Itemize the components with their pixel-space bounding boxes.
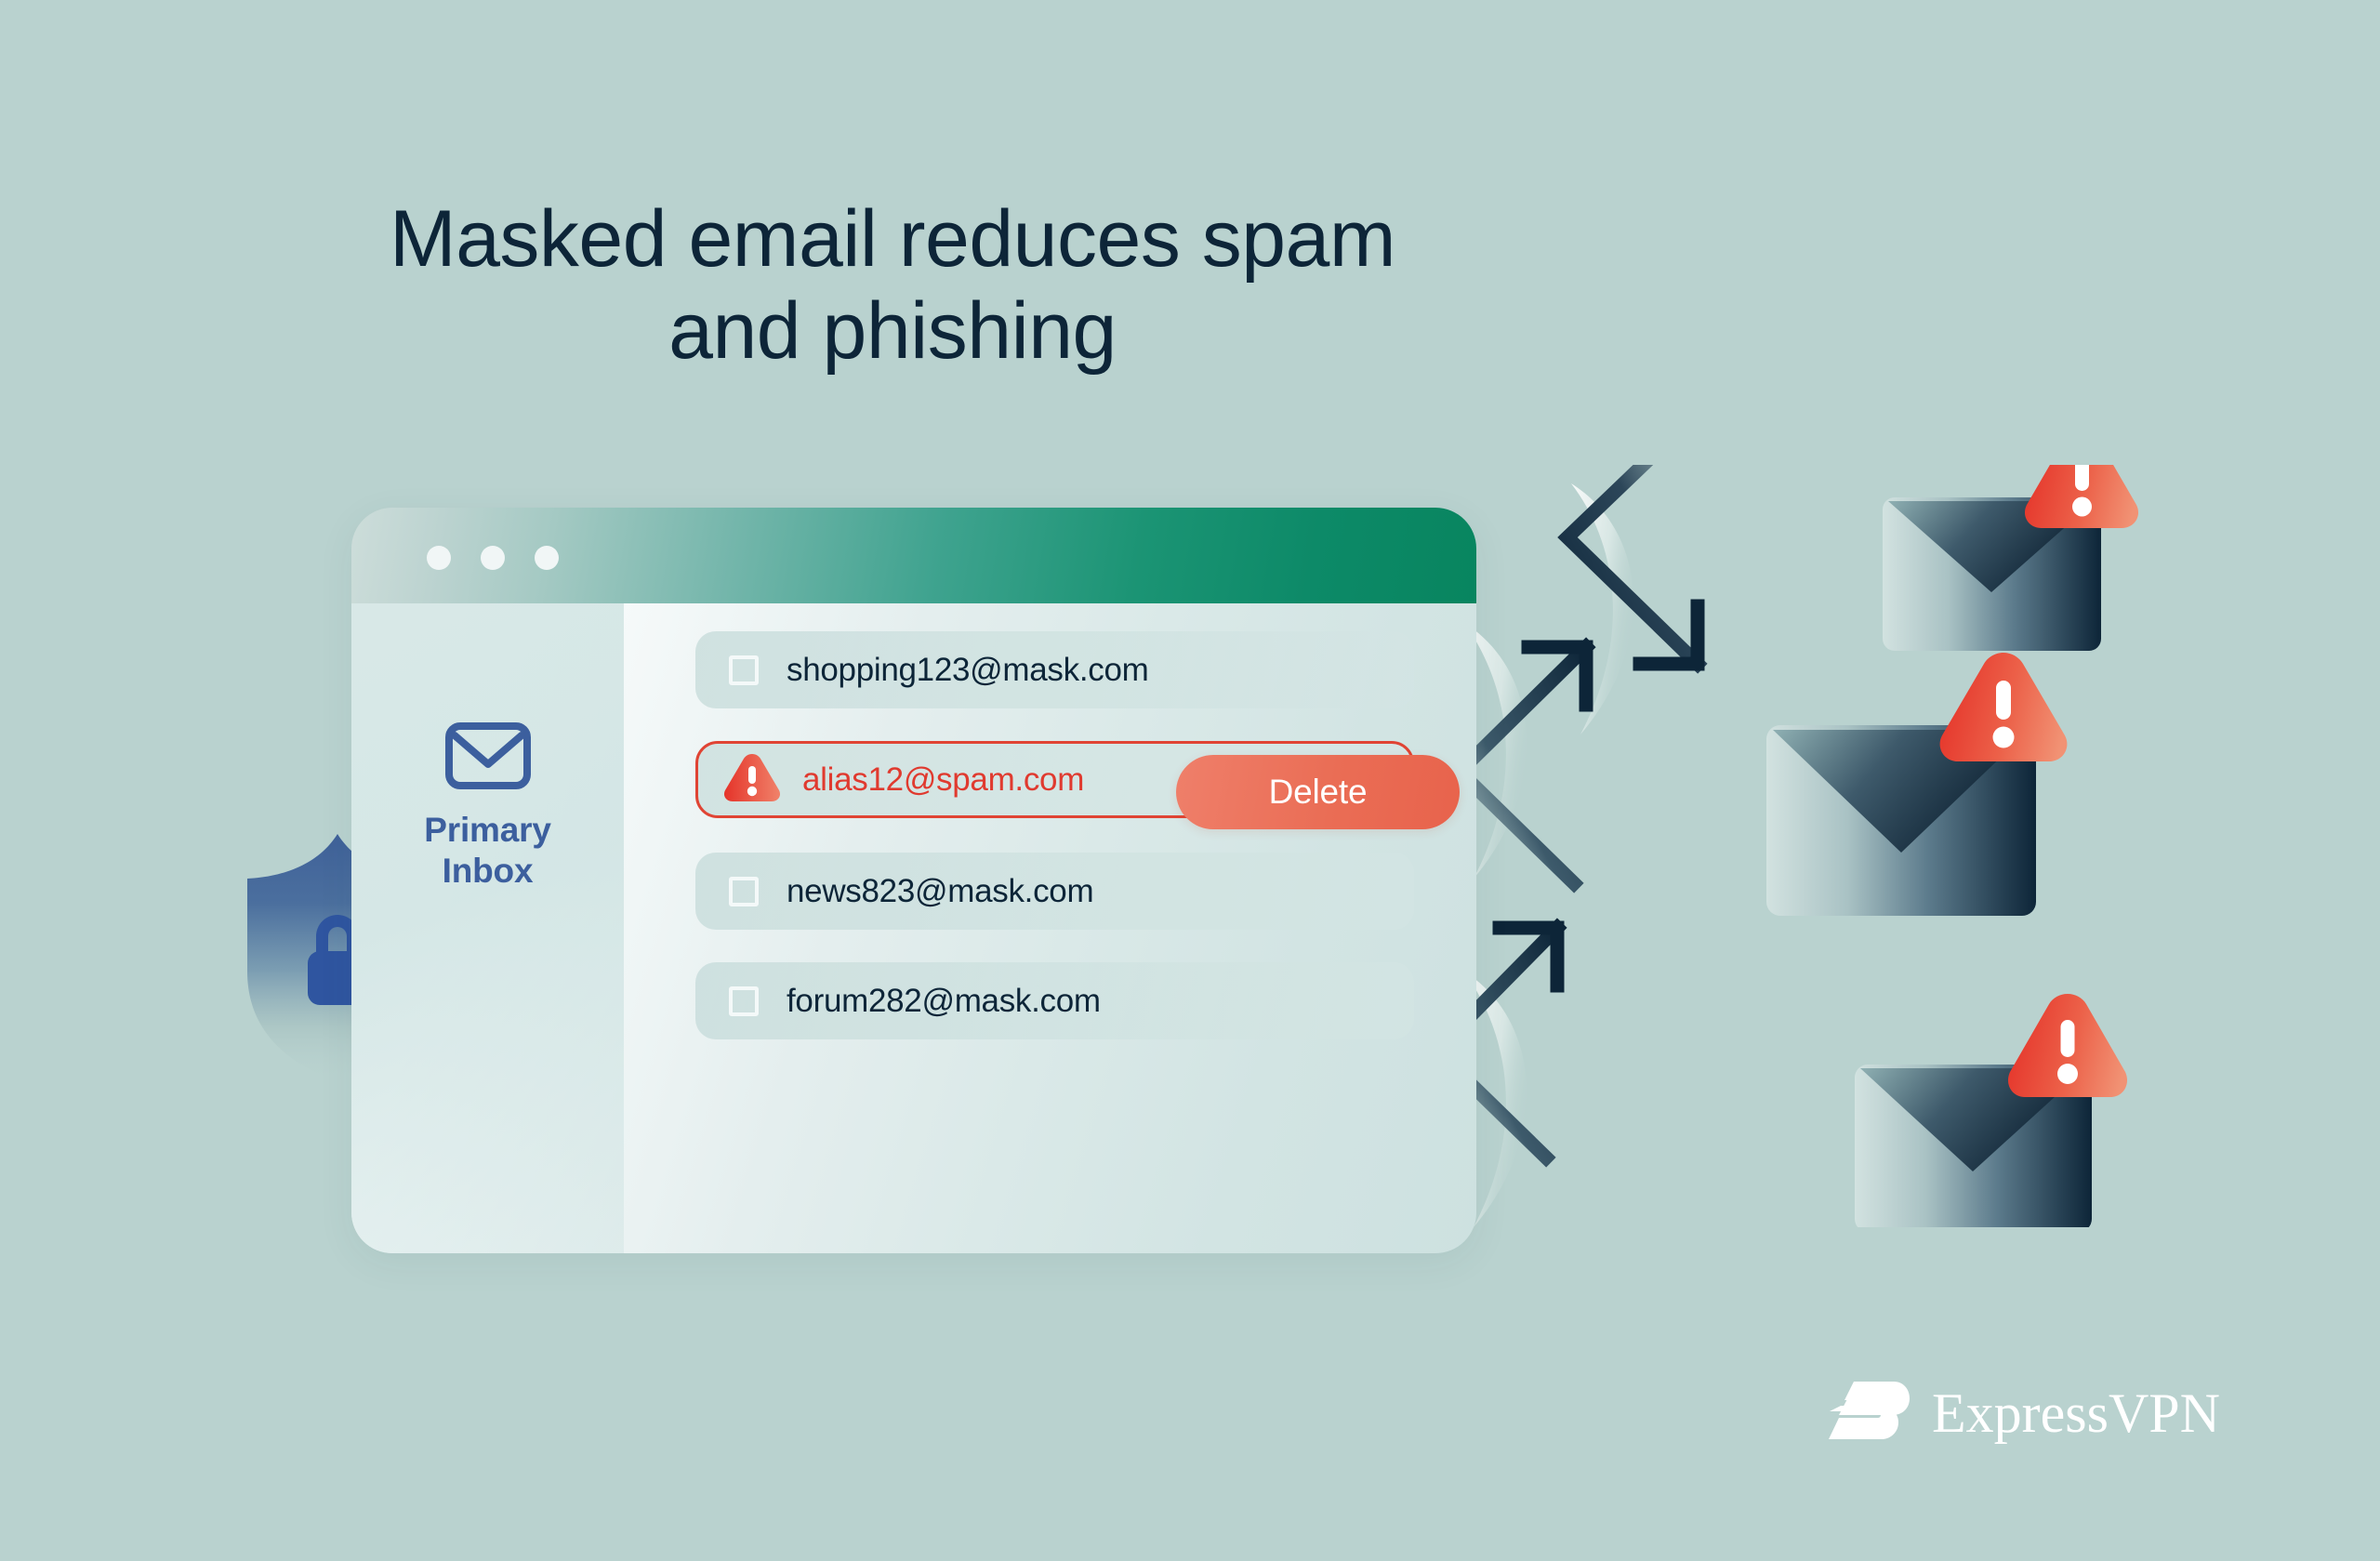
sidebar-item-label: Primary Inbox	[424, 811, 551, 891]
arrow-bend-top	[1557, 399, 1712, 674]
table-row[interactable]: news823@mask.com	[695, 853, 1414, 930]
table-row[interactable]: forum282@mask.com	[695, 962, 1414, 1039]
arrowhead-middle	[1521, 640, 1593, 712]
checkbox-unchecked[interactable]	[729, 655, 759, 685]
spam-envelope-3	[1855, 994, 2128, 1232]
table-row[interactable]: shopping123@mask.com	[695, 631, 1414, 708]
arrowhead-bottom	[1492, 920, 1565, 993]
window-dot-1[interactable]	[427, 546, 451, 570]
checkbox-unchecked[interactable]	[729, 876, 759, 906]
expressvpn-logo-mark	[1829, 1382, 1910, 1439]
window-dot-2[interactable]	[481, 546, 505, 570]
arrow-bend-middle	[1449, 637, 1596, 893]
email-address: news823@mask.com	[787, 872, 1094, 909]
spam-routing-diagram	[1426, 399, 2268, 1232]
arrowhead-top	[1633, 599, 1705, 671]
spam-envelope-1	[1883, 430, 2139, 651]
envelope-icon	[444, 722, 531, 789]
warning-triangle-icon	[722, 751, 782, 808]
delete-button[interactable]: Delete	[1176, 755, 1460, 829]
email-client-window: Primary Inbox shopping123@mask.com	[351, 508, 1476, 1253]
spam-envelope-2	[1766, 653, 2068, 916]
expressvpn-logo-text: ExpressVPN	[1932, 1382, 2220, 1444]
email-list: shopping123@mask.com alias12@spam.com	[624, 603, 1476, 1253]
window-titlebar	[351, 508, 1476, 603]
window-dot-3[interactable]	[535, 546, 559, 570]
email-address-flagged: alias12@spam.com	[802, 761, 1085, 798]
expressvpn-logo: ExpressVPN	[1826, 1370, 2220, 1456]
email-address: forum282@mask.com	[787, 982, 1101, 1019]
inbox-sidebar[interactable]: Primary Inbox	[351, 603, 624, 1253]
email-address: shopping123@mask.com	[787, 651, 1149, 688]
page-title: Masked email reduces spam and phishing	[389, 193, 1396, 377]
checkbox-unchecked[interactable]	[729, 986, 759, 1016]
